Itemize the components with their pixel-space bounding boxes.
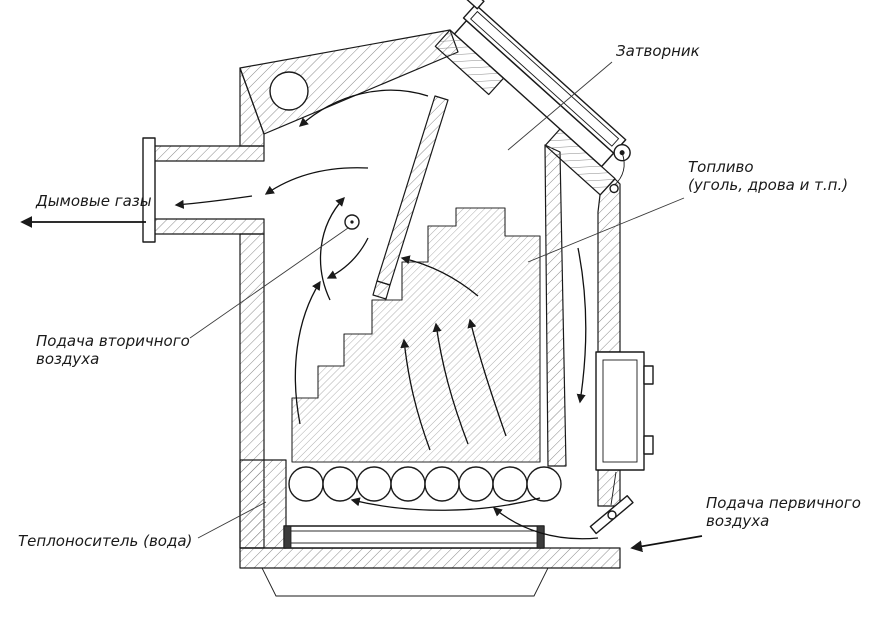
grate (288, 466, 562, 502)
duct-bottom-wall (149, 218, 265, 235)
flow-arrow (432, 322, 469, 445)
flow-arrows (20, 89, 703, 553)
damper-link (610, 471, 617, 506)
flow-arrow (350, 497, 541, 511)
label-fuel-line2: (уголь, дрова и т.п.) (688, 176, 848, 194)
label-fuel-line1: Топливо (688, 158, 754, 176)
label-secondary-air-line2: воздуха (36, 350, 99, 368)
shutter-lever (613, 152, 625, 187)
label-shutter: Затворник (616, 42, 700, 60)
grate-tube (390, 466, 426, 502)
ash-door (595, 351, 654, 471)
flow-arrow (264, 167, 369, 195)
damper-pivot (607, 510, 617, 520)
label-coolant: Теплоноситель (вода) (18, 532, 192, 550)
ash-pan-cap-right (536, 525, 545, 549)
ash-pan-body (283, 525, 545, 549)
shutter-hinge-pin (619, 150, 625, 156)
primary-air-arrow (630, 535, 703, 553)
grate-tube (526, 466, 562, 502)
leader-shutter (507, 61, 613, 151)
leader-lines (189, 61, 685, 539)
labels: Дымовые газы Затворник Топливо (уголь, д… (18, 42, 861, 550)
grate-tube (356, 466, 392, 502)
flow-arrow (294, 280, 321, 425)
door-hinge-top (643, 365, 654, 385)
hatch-top-bracket (464, 0, 485, 10)
leader-secondary-air (189, 227, 349, 339)
shutter-lid-inner (470, 10, 620, 147)
right-wall-lower (597, 469, 621, 507)
flow-arrow (467, 318, 507, 437)
secondary-air-port-center (350, 220, 354, 224)
grate-tube (288, 466, 324, 502)
leader-coolant (197, 501, 267, 539)
flow-arrow (576, 247, 587, 404)
top-drum (269, 71, 309, 111)
duct-top-wall (149, 145, 265, 162)
shutter-lever-end (609, 183, 619, 194)
bottom-wall (239, 547, 621, 569)
leader-fuel (527, 197, 685, 263)
flow-arrow (174, 195, 253, 209)
ash-pan-cap-left (283, 525, 292, 549)
label-primary-air-line1: Подача первичного (706, 494, 861, 512)
base-pedestal (261, 567, 549, 597)
loading-hatch (434, 0, 631, 196)
ash-pan (283, 525, 545, 549)
grate-tube (492, 466, 528, 502)
flow-arrow (400, 338, 431, 451)
flow-arrow (492, 507, 599, 540)
chimney-duct (142, 137, 265, 243)
label-secondary-air-line1: Подача вторичного (36, 332, 190, 350)
air-damper (589, 471, 634, 535)
door-hinge-bottom (643, 435, 654, 455)
label-flue-gases: Дымовые газы (35, 192, 152, 210)
right-wall-upper (597, 178, 621, 353)
flow-arrow (326, 237, 369, 279)
grate-tube (458, 466, 494, 502)
grate-tube (322, 466, 358, 502)
grate-tube (424, 466, 460, 502)
label-primary-air-line2: воздуха (706, 512, 769, 530)
flow-arrow (298, 89, 429, 127)
duct-flange (142, 137, 156, 243)
flow-arrow (400, 255, 479, 297)
deflector-foot (372, 280, 391, 300)
door-panel (602, 359, 638, 463)
door-frame (595, 351, 645, 471)
